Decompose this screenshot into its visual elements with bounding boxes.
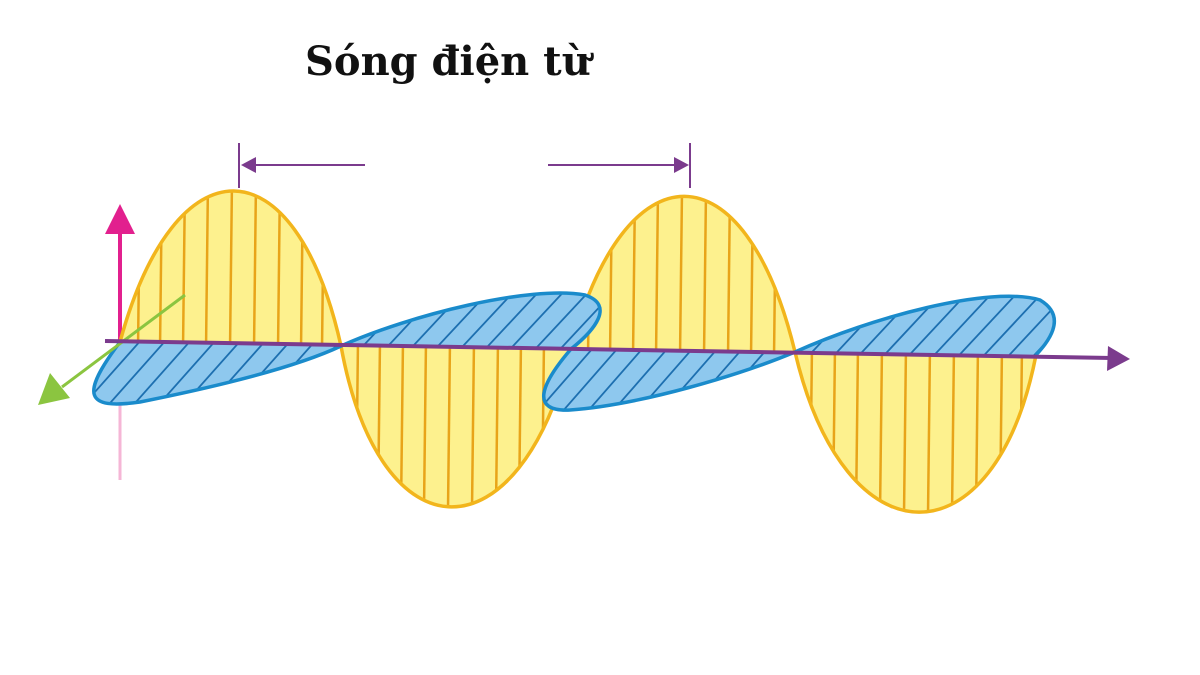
electric-lobe xyxy=(118,189,343,347)
arrow-left-icon xyxy=(241,157,256,173)
electric-lobe xyxy=(569,194,797,353)
wavelength-marker xyxy=(238,143,691,188)
arrow-right-icon xyxy=(674,157,689,173)
diagram-title: Sóng điện từ xyxy=(305,38,591,85)
arrow-up-icon xyxy=(105,204,135,234)
arrow-down-left-icon xyxy=(38,373,70,405)
arrow-right-icon xyxy=(1107,346,1130,371)
electric-field-wave xyxy=(118,189,1038,514)
electric-lobe xyxy=(339,345,573,509)
electric-lobe xyxy=(793,351,1038,514)
magnetic-lobe xyxy=(541,347,796,412)
propagation-axis xyxy=(104,339,1130,371)
